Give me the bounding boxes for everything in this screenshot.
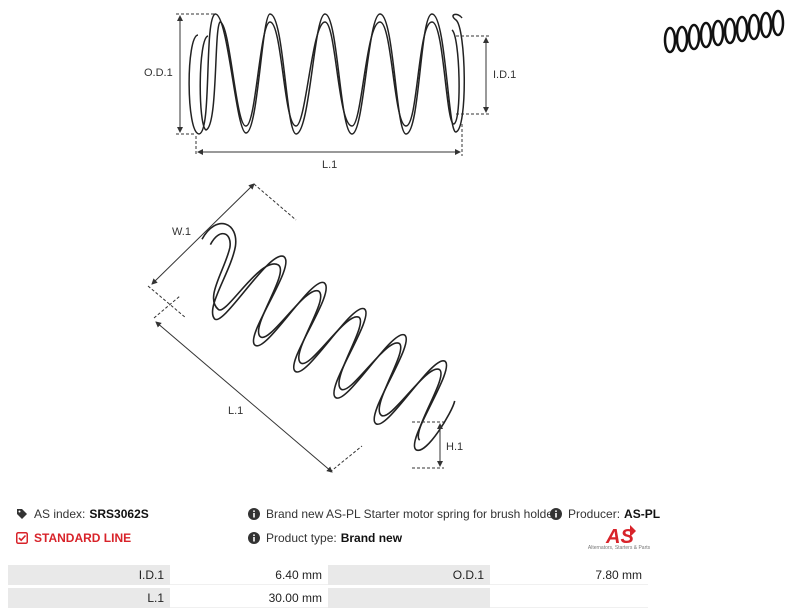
product-description: Brand new AS-PL Starter motor spring for… [266, 507, 558, 521]
spec-value: 7.80 mm [490, 565, 648, 585]
standard-line-badge: STANDARD LINE [34, 531, 132, 545]
info-icon [248, 508, 260, 520]
tags-icon [17, 509, 27, 519]
spring-photo [663, 9, 785, 54]
producer-row: Producer: AS-PL [550, 507, 660, 521]
as-index-value: SRS3062S [89, 507, 149, 521]
product-type-value: Brand new [340, 531, 403, 545]
bottom-dimensions [147, 183, 444, 473]
standard-line-row: STANDARD LINE [16, 531, 131, 545]
spec-key: O.D.1 [327, 565, 491, 585]
spec-key [327, 588, 491, 608]
bottom-spring-drawing [201, 222, 456, 451]
od-label: O.D.1 [144, 67, 173, 79]
height-label: H.1 [446, 441, 463, 453]
description-row: Brand new AS-PL Starter motor spring for… [248, 507, 557, 521]
id-label: I.D.1 [493, 69, 516, 81]
top-dimensions [176, 13, 490, 156]
width-label: W.1 [172, 226, 191, 238]
table-row: L.1 30.00 mm [8, 588, 648, 608]
length-label-bottom: L.1 [228, 405, 243, 417]
table-row: I.D.1 6.40 mm O.D.1 7.80 mm [8, 565, 648, 585]
info-icon [550, 508, 562, 520]
svg-text:AS: AS [605, 526, 634, 548]
spec-value: 30.00 mm [170, 588, 328, 608]
product-type-label: Product type: [266, 531, 337, 545]
top-spring-drawing [188, 13, 465, 135]
spec-table: I.D.1 6.40 mm O.D.1 7.80 mm L.1 30.00 mm [8, 562, 648, 611]
spec-key: I.D.1 [8, 565, 171, 585]
spring-diagram: O.D.1 I.D.1 L.1 W.1 L.1 H.1 [144, 9, 785, 473]
spec-key: L.1 [8, 588, 171, 608]
as-pl-logo: AS [605, 525, 636, 548]
logo-caption: Alternators, Starters & Parts [587, 545, 651, 551]
length-label-top: L.1 [322, 159, 337, 171]
as-index-row: AS index: SRS3062S [16, 507, 149, 521]
as-index-label: AS index: [34, 507, 86, 521]
spec-value [490, 588, 648, 608]
info-icon [248, 532, 260, 544]
check-square-icon [16, 532, 28, 544]
producer-label: Producer: [568, 507, 621, 521]
producer-value: AS-PL [624, 507, 661, 521]
product-type-row: Product type: Brand new [248, 531, 402, 545]
spec-value: 6.40 mm [170, 565, 328, 585]
